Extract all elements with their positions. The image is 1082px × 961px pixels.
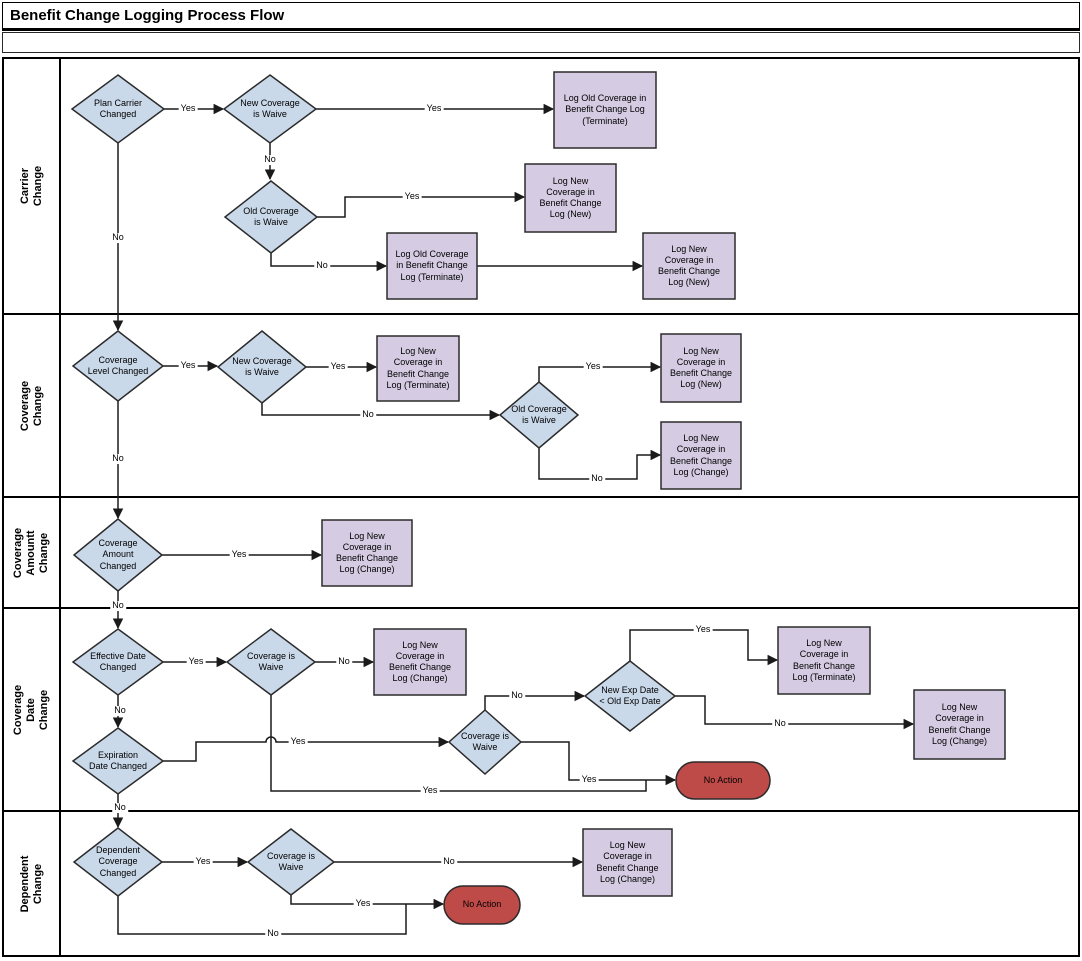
lane-header-coverage-date-change: Coverage Date Change	[4, 609, 61, 810]
edge-new-exp-yes	[629, 629, 779, 666]
coverage-is-waive-decision-c	[246, 828, 336, 896]
log-new-coverage-terminate-box-3	[376, 335, 460, 402]
edge-waive-b-no	[484, 690, 586, 710]
log-old-coverage-terminate-box-1	[553, 71, 657, 149]
no-action-terminator-2	[443, 885, 521, 925]
log-new-coverage-change-box-2	[321, 519, 413, 587]
log-new-coverage-terminate-box-4	[777, 626, 871, 695]
coverage-is-waive-decision-b	[447, 708, 523, 776]
coverage-is-waive-decision-a	[225, 628, 317, 696]
plan-carrier-changed-decision	[70, 74, 166, 144]
log-new-coverage-new-box-3	[660, 333, 742, 403]
log-old-coverage-terminate-box-2	[386, 232, 478, 300]
lane-coverage-date-change: Coverage Date Change	[4, 609, 1078, 812]
coverage-amount-changed-decision	[72, 518, 164, 592]
dependent-coverage-changed-decision	[72, 827, 164, 897]
log-new-coverage-change-box-3	[373, 628, 467, 696]
edge-dependent-no	[117, 896, 407, 935]
new-coverage-is-waive-decision-1	[222, 74, 318, 144]
log-new-coverage-new-box-2	[642, 232, 736, 300]
edge-new-exp-no	[675, 695, 915, 730]
lane-coverage-amountt-change: Coverage Amountt Change	[4, 498, 1078, 609]
edge-old-waive2-no	[538, 448, 662, 480]
old-coverage-is-waive-decision-2	[498, 381, 580, 449]
lane-header-carrier-change: Carrier Change	[4, 59, 61, 313]
edge-waive-c-yes	[290, 895, 445, 910]
coverage-level-changed-decision	[71, 330, 165, 402]
lane-header-coverage-change: Coverage Change	[4, 315, 61, 496]
new-exp-date-lt-old-exp-date-decision	[583, 660, 677, 732]
lane-header-dependent-change: Dependent Change	[4, 812, 61, 955]
log-new-coverage-change-box-5	[582, 828, 673, 897]
lane-coverage-change: Coverage Change	[4, 315, 1078, 498]
no-action-terminator-1	[675, 761, 771, 800]
edge-new-waive2-no	[261, 403, 501, 421]
expiration-date-changed-decision	[71, 727, 165, 795]
log-new-coverage-new-box-1	[524, 163, 617, 233]
diagram-title-bar: Benefit Change Logging Process Flow	[2, 2, 1080, 31]
new-coverage-is-waive-decision-2	[216, 330, 308, 404]
lane-header-coverage-amountt-change: Coverage Amountt Change	[4, 498, 61, 607]
log-new-coverage-change-box-1	[660, 421, 742, 490]
edge-expiration-yes	[163, 736, 450, 762]
edge-old-waive1-yes	[317, 191, 526, 218]
edge-old-waive2-yes	[538, 361, 662, 382]
effective-date-changed-decision	[71, 628, 165, 696]
empty-header-row	[2, 32, 1080, 53]
edge-old-waive1-no	[270, 253, 388, 272]
log-new-coverage-change-box-4	[913, 689, 1006, 760]
edge-waive-b-yes	[521, 741, 677, 786]
edge-waive-a-yes	[270, 695, 647, 792]
diagram-title: Benefit Change Logging Process Flow	[10, 7, 285, 24]
lane-dependent-change: Dependent Change	[4, 812, 1078, 955]
old-coverage-is-waive-decision-1	[223, 180, 319, 254]
lane-carrier-change: Carrier Change	[4, 59, 1078, 315]
